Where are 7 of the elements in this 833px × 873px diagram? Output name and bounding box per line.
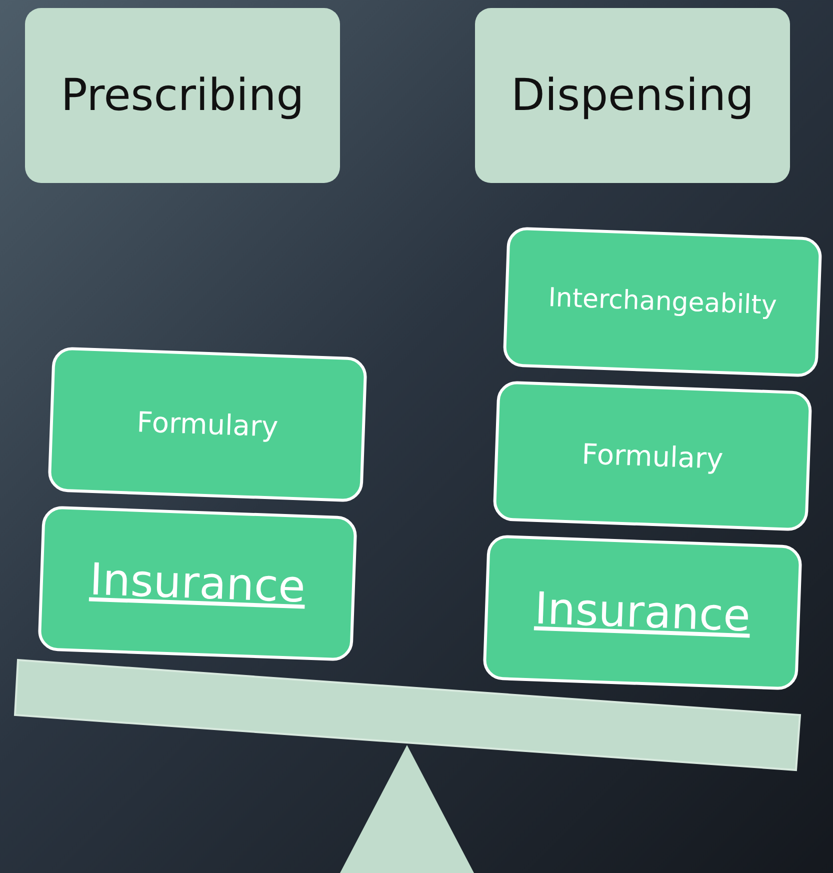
factor-card: Insurance	[38, 506, 358, 662]
factor-card: Formulary	[492, 380, 812, 532]
factor-card: Formulary	[48, 346, 368, 502]
factor-card: Interchangeabilty	[502, 226, 822, 378]
factor-card: Insurance	[482, 534, 802, 690]
heading-card: Prescribing	[25, 8, 340, 183]
heading-card: Dispensing	[475, 8, 790, 183]
